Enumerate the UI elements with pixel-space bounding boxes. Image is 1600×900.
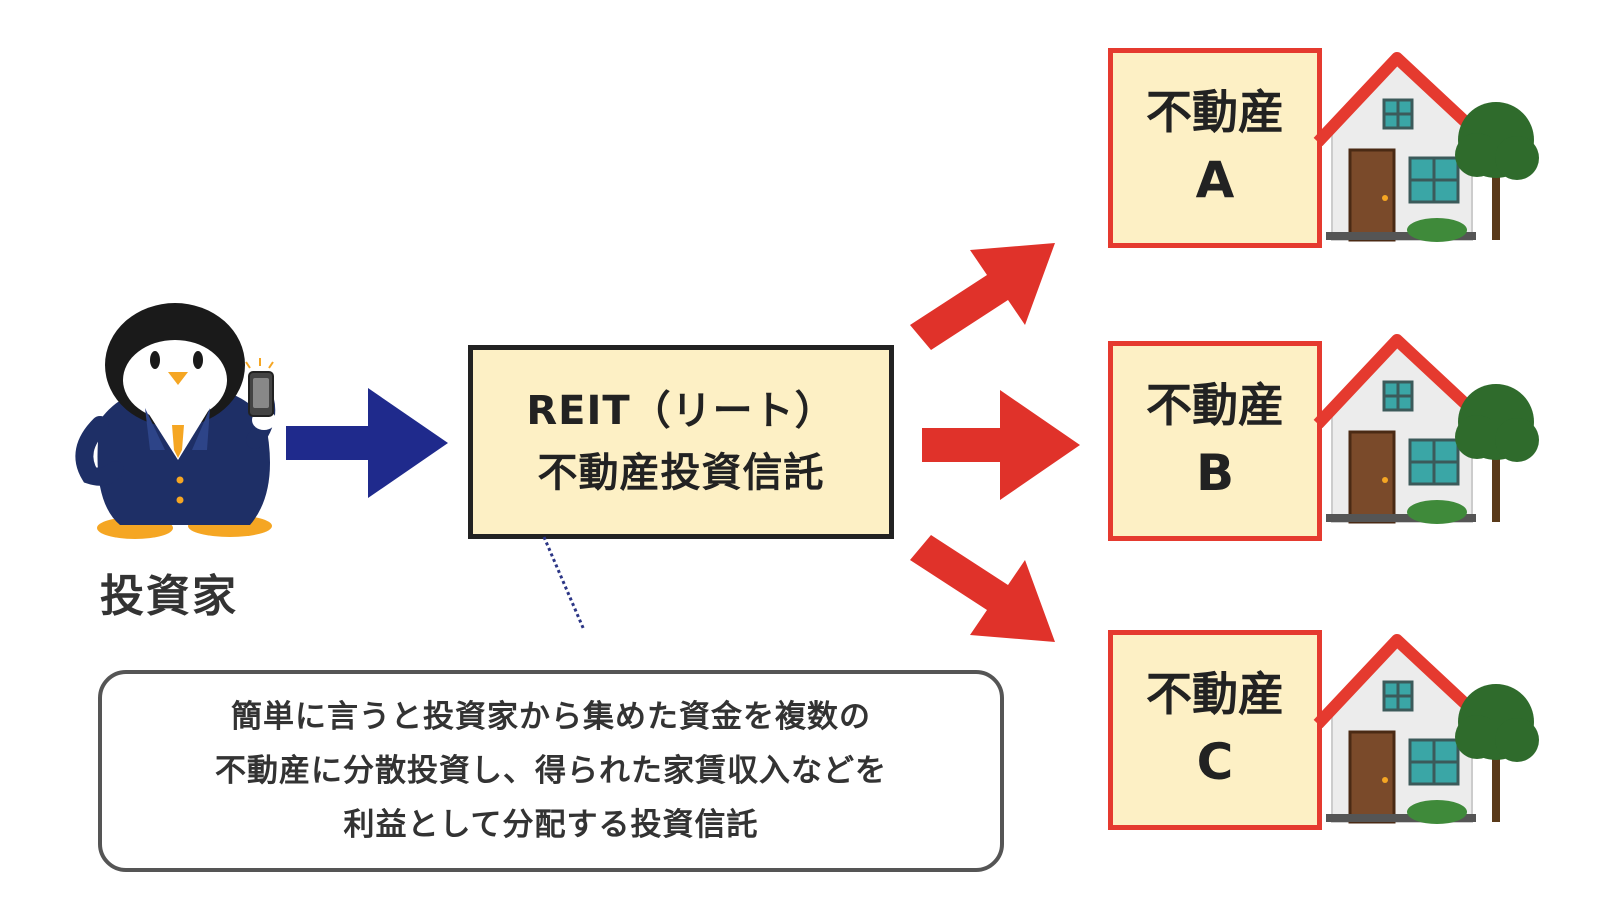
property-c-box: 不動産 C [1108, 630, 1322, 830]
property-b-letter: B [1195, 444, 1235, 502]
description-line: 簡単に言うと投資家から集めた資金を複数の [231, 699, 871, 735]
penguin-investor-icon [75, 303, 276, 539]
reit-title: REIT（リート） [526, 388, 836, 434]
reit-to-property-b-arrow [922, 390, 1080, 500]
investor-to-reit-arrow [286, 388, 448, 498]
house-icon [1313, 52, 1539, 242]
property-c-title: 不動産 [1146, 667, 1284, 721]
property-c-letter: C [1196, 733, 1234, 791]
investor-label: 投資家 [100, 571, 238, 622]
reit-box: REIT（リート） 不動産投資信託 [468, 345, 894, 539]
house-icon [1313, 634, 1539, 824]
property-b-box: 不動産 B [1108, 341, 1322, 541]
property-a-title: 不動産 [1146, 85, 1284, 139]
description-line: 不動産に分散投資し、得られた家賃収入などを [215, 753, 887, 789]
description-callout: 簡単に言うと投資家から集めた資金を複数の 不動産に分散投資し、得られた家賃収入な… [98, 670, 1004, 872]
callout-connector-line [542, 536, 586, 631]
reit-to-property-a-arrow [910, 243, 1055, 350]
house-icon [1313, 334, 1539, 524]
property-a-letter: A [1195, 151, 1235, 209]
property-a-box: 不動産 A [1108, 48, 1322, 248]
reit-to-property-c-arrow [910, 535, 1055, 642]
reit-subtitle: 不動産投資信託 [537, 450, 825, 496]
property-b-title: 不動産 [1146, 378, 1284, 432]
description-line: 利益として分配する投資信託 [343, 807, 759, 843]
